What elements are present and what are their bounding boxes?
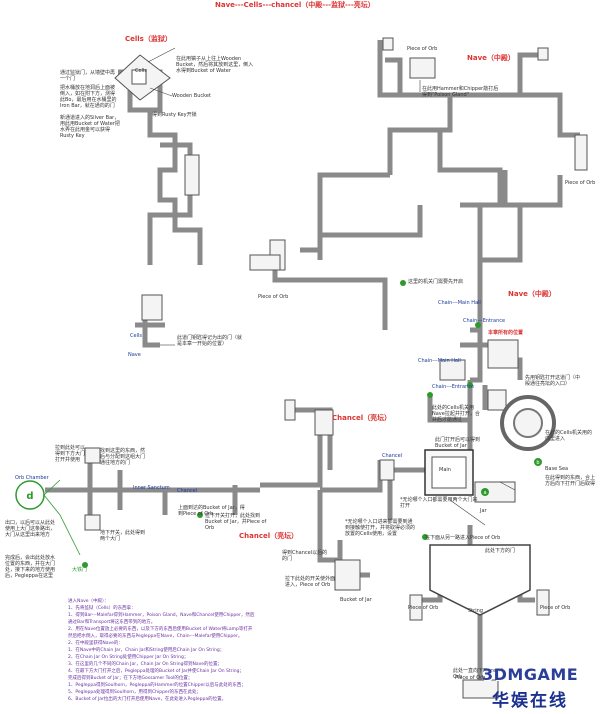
- note-cells-1: 在此用镐子从上往上Wooden Bucket，然后将其放到这里，倒入水得到Buc…: [176, 56, 254, 74]
- watermark-site: 华娱在线: [492, 691, 568, 711]
- note-cells-arrow: 此道门钥匙得记为出的门（就是本章一开始的位置）: [177, 335, 243, 347]
- note-nave-1: 在此用Hammer和Chipper敲打后得到"Poison Gland": [422, 86, 499, 98]
- walkthrough-line: 2、用在Nave位置放上必要的东西，以及下方的东西后使用Bucket of Wa…: [68, 627, 253, 632]
- label-cells-exit: Cells: [130, 333, 142, 339]
- svg-text:b: b: [536, 460, 539, 466]
- note-chancel-3: 拉下开关打开，此处找到Bucket of Jar，并Piece of Orb: [205, 513, 267, 531]
- note-orb-5: 地下开关，此处得到两个大门: [100, 530, 146, 542]
- note-chancel-2: 上面到达的Bucket of Jar，得到Piece of Orb: [178, 505, 245, 517]
- note-orb-3: 出口，以后可以从此处使用上大门这条路出，大门从这里出来地方: [5, 520, 56, 538]
- walkthrough-line: 完成后得到Bucket of Jar；在下方地Gossamer Tool的位置；: [68, 676, 193, 681]
- note-nave-2: 这里的机关门需要先开启: [408, 279, 464, 285]
- walkthrough-line: 4、在最下方大门打开之后，Pegleppa处理的Bucket of Jar并使C…: [68, 669, 244, 674]
- label-orb-nave-right: Piece of Orb: [565, 180, 596, 186]
- area-label-chancel-mid: Chancel（亮坛）: [332, 414, 392, 422]
- note-chancel-7: 拉下此处的开关使外面进入，Piece of Orb: [285, 576, 336, 588]
- walkthrough-line: 然后把水倒入，取得必要的东西与Pegleppa在Nave，Chain---Mal…: [68, 634, 243, 639]
- svg-text:a: a: [483, 490, 486, 496]
- label-rusty-key: 得到Rusty Key开锁: [152, 112, 197, 118]
- label-main-hall: Main: [439, 467, 451, 473]
- note-orb-4: 完成后，会出此处放水位置的东西，并在大门处，接下来的地方使用后，Pegleppa…: [5, 555, 56, 579]
- walkthrough: 进入Nave（中殿）： 1、先将监狱（Cells）的东西拿： 1、得到Bar---…: [68, 598, 313, 703]
- note-chancel-11: 得到Chancel以后的的门: [282, 550, 328, 562]
- label-base-sea: Base Sea: [545, 466, 569, 472]
- note-orb-2: 拉到此处可以得到下方大门打开并使用: [55, 445, 86, 463]
- note-orb-1: 找到这里的东西，然后与分配到这组大门通往地方的门: [100, 448, 146, 466]
- green-markers: [82, 280, 542, 568]
- label-orb-nave-top: Piece of Orb: [407, 46, 438, 52]
- note-chancel-10: 在此得到的东西，合上方后向下打开门后取得: [545, 475, 596, 487]
- walkthrough-line: 1、在Nave中的Chain Jar，Chain Jar和String使用后Ch…: [68, 648, 225, 653]
- map-title: Nave---Cells---chancel（中殿---监狱---亮坛）: [215, 1, 375, 9]
- walkthrough-line: 1、Pegleppa得到Soulhorn，Pegleppa的Hammer的位置C…: [68, 683, 246, 688]
- walkthrough-line: 2、在Chain Jar On String处使用Chipper Jar On …: [68, 655, 189, 660]
- walkthrough-line: 通过Bar和Transport将这东西带到的地方。: [68, 620, 156, 625]
- note-lower-2: 此处一直向下Piece of Orb: [453, 668, 503, 680]
- note-chancel-4: *无论哪个入口进来都需要到通到接触使打开，并将取得必须的放置的Cells使用，设…: [345, 519, 416, 537]
- walkthrough-line: 5、Pegleppa处理得到Soulhorn，用得到Chipper的东西在此处；: [68, 690, 202, 695]
- walkthrough-line: 1、先将监狱（Cells）的东西拿：: [68, 606, 136, 611]
- label-wooden-bucket: Wooden Bucket: [172, 93, 211, 99]
- label-chain-entrance-2: Chain---Entrance: [432, 384, 475, 390]
- label-chain-entrance-3: Chain---Main Hall: [418, 358, 461, 364]
- note-chancel-8: 此门打开后可以得到Bucket of Jar: [435, 437, 481, 449]
- note-chancel-1: 此处的Cells机关用Nave拉起并打开，合并后才能通过: [432, 405, 480, 423]
- area-label-chancel-low: Chancel（亮坛）: [239, 532, 299, 540]
- note-chancel-9: 在此的Cells机关用的向里进入: [545, 430, 592, 442]
- label-chancel-west: Chancel: [177, 488, 198, 494]
- cells-lower-room: [141, 294, 163, 321]
- label-chancel-door: Chancel: [382, 453, 403, 459]
- label-orb-bottom: Piece of Orb: [455, 675, 486, 681]
- walkthrough-line: 进入Nave（中殿）：: [68, 599, 109, 604]
- area-label-cells: Cells（监狱）: [125, 35, 172, 43]
- label-big-door: 大铁门: [72, 567, 88, 573]
- label-cells-room: Cells: [135, 68, 147, 74]
- walkthrough-line: 1、得到Bar---Malefar得到Hammer，Poison Gland，N…: [68, 613, 255, 618]
- walkthrough-line: 3、在这里的几个不同的Chain Jar，Chain Jar On String…: [68, 662, 223, 667]
- label-bucket-of-jar: Bucket of Jar: [340, 597, 372, 603]
- label-orb-nave-left: Piece of Orb: [258, 294, 289, 300]
- label-inner-sanctum: Inner Sanctum: [133, 485, 170, 491]
- walkthrough-line: 2、在中殿里获得Nave的：: [68, 641, 123, 646]
- area-label-nave-mid: Nave（中殿）: [508, 290, 556, 298]
- label-jar: Jar: [480, 508, 487, 514]
- note-cells-3: 把水桶放在地洞后上面被倒入，如在附下方，测得此Bo，最后用在水桶里的Iron B…: [60, 85, 117, 109]
- note-lower-1: 此处下方的门: [485, 548, 516, 554]
- note-nave-4: 本章所有的位置: [488, 330, 524, 336]
- string-hall: [429, 544, 531, 616]
- nave-mid-room: [487, 339, 519, 369]
- area-label-orb-chamber: Orb Chamber: [15, 475, 49, 481]
- label-chain-entrance-1: Chain---Entrance: [463, 318, 506, 324]
- svg-text:d: d: [26, 491, 33, 502]
- walkthrough-line: 6、Bucket of Jar拉出的大门打开后使用Nave，在此处进入Pegle…: [68, 697, 227, 702]
- watermark-brand: 3DMGAME: [482, 665, 579, 684]
- label-string: String: [468, 608, 483, 614]
- note-cells-2: 通过监狱门，从墙壁中再一个门: [60, 70, 116, 82]
- note-chancel-6: 在下面从另一路进入Piece of Orb: [425, 535, 501, 541]
- label-chain-main-hall: Chain---Main Hall: [438, 300, 481, 306]
- label-orb-low-right: Piece of Orb: [540, 605, 571, 611]
- note-chancel-5: *无论哪个入口都需要用两个大门来打开: [400, 497, 478, 509]
- label-nave-exit: Nave: [128, 352, 141, 358]
- note-cells-4: 新通道进入的Silver Bar，用此用Bucket of Water把水弄在此…: [60, 115, 120, 139]
- area-label-nave-top: Nave（中殿）: [467, 54, 515, 62]
- label-orb-low-left: Piece of Orb: [408, 605, 439, 611]
- note-nave-3: 先用钥匙打开这道门（中殿通往亮坛的入口）: [525, 375, 581, 387]
